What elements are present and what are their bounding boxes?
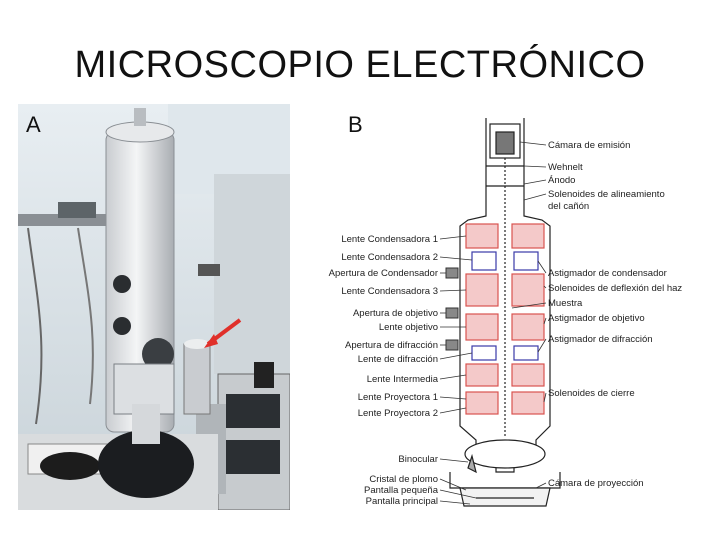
microscope-schematic: Lente Condensadora 1 Lente Condensadora … <box>300 96 720 516</box>
left-leader-lines <box>439 235 477 505</box>
label-objective-lens: Lente objetivo <box>379 322 438 333</box>
schematic-drawing: Lente Condensadora 1 Lente Condensadora … <box>329 118 682 507</box>
label-diffraction-lens: Lente de difracción <box>358 354 438 365</box>
label-diffraction-stigmator: Astigmador de difracción <box>548 334 653 345</box>
label-beam-deflection-solenoids: Solenoides de deflexión del haz <box>548 283 682 294</box>
aperture-knobs <box>445 267 459 351</box>
label-lead-glass: Cristal de plomo <box>369 474 438 485</box>
label-diffraction-aperture: Apertura de difracción <box>345 340 438 351</box>
label-intermediate-lens: Lente Intermedia <box>367 374 439 385</box>
label-main-screen: Pantalla principal <box>366 496 438 507</box>
label-specimen: Muestra <box>548 298 583 309</box>
label-small-screen: Pantalla pequeña <box>364 485 439 496</box>
label-emission-chamber: Cámara de emisión <box>548 140 630 151</box>
label-condenser-stigmator: Astigmador de condensador <box>548 268 667 279</box>
label-projector-lens-1: Lente Proyectora 1 <box>358 392 438 403</box>
lens-stack <box>465 223 545 415</box>
label-objective-aperture: Apertura de objetivo <box>353 308 438 319</box>
microscope-photo-drawing <box>18 104 290 510</box>
label-projection-chamber: Cámara de proyección <box>548 478 644 489</box>
label-condenser-aperture: Apertura de Condensador <box>329 268 438 279</box>
microscope-photo <box>18 104 290 510</box>
label-wehnelt: Wehnelt <box>548 162 583 173</box>
label-anode: Ánodo <box>548 175 575 186</box>
projection-chamber <box>449 439 561 507</box>
label-projector-lens-2: Lente Proyectora 2 <box>358 408 438 419</box>
label-condenser-lens-2: Lente Condensadora 2 <box>341 252 438 263</box>
left-labels: Lente Condensadora 1 Lente Condensadora … <box>329 234 439 507</box>
label-objective-stigmator: Astigmador de objetivo <box>548 313 645 324</box>
column-outline <box>459 118 551 473</box>
panel-a-letter: A <box>26 112 41 137</box>
label-binocular: Binocular <box>398 454 438 465</box>
right-leader-lines <box>511 141 547 489</box>
label-closing-solenoids: Solenoides de cierre <box>548 388 635 399</box>
label-gun-alignment-solenoids: Solenoides de alineamiento <box>548 189 665 200</box>
label-condenser-lens-1: Lente Condensadora 1 <box>341 234 438 245</box>
label-gun-alignment-solenoids-2: del cañón <box>548 201 589 212</box>
panel-b-letter: B <box>348 112 363 137</box>
right-labels: Cámara de emisión Wehnelt Ánodo Solenoid… <box>548 140 682 489</box>
label-condenser-lens-3: Lente Condensadora 3 <box>341 286 438 297</box>
slide-title: MICROSCOPIO ELECTRÓNICO <box>74 44 646 86</box>
